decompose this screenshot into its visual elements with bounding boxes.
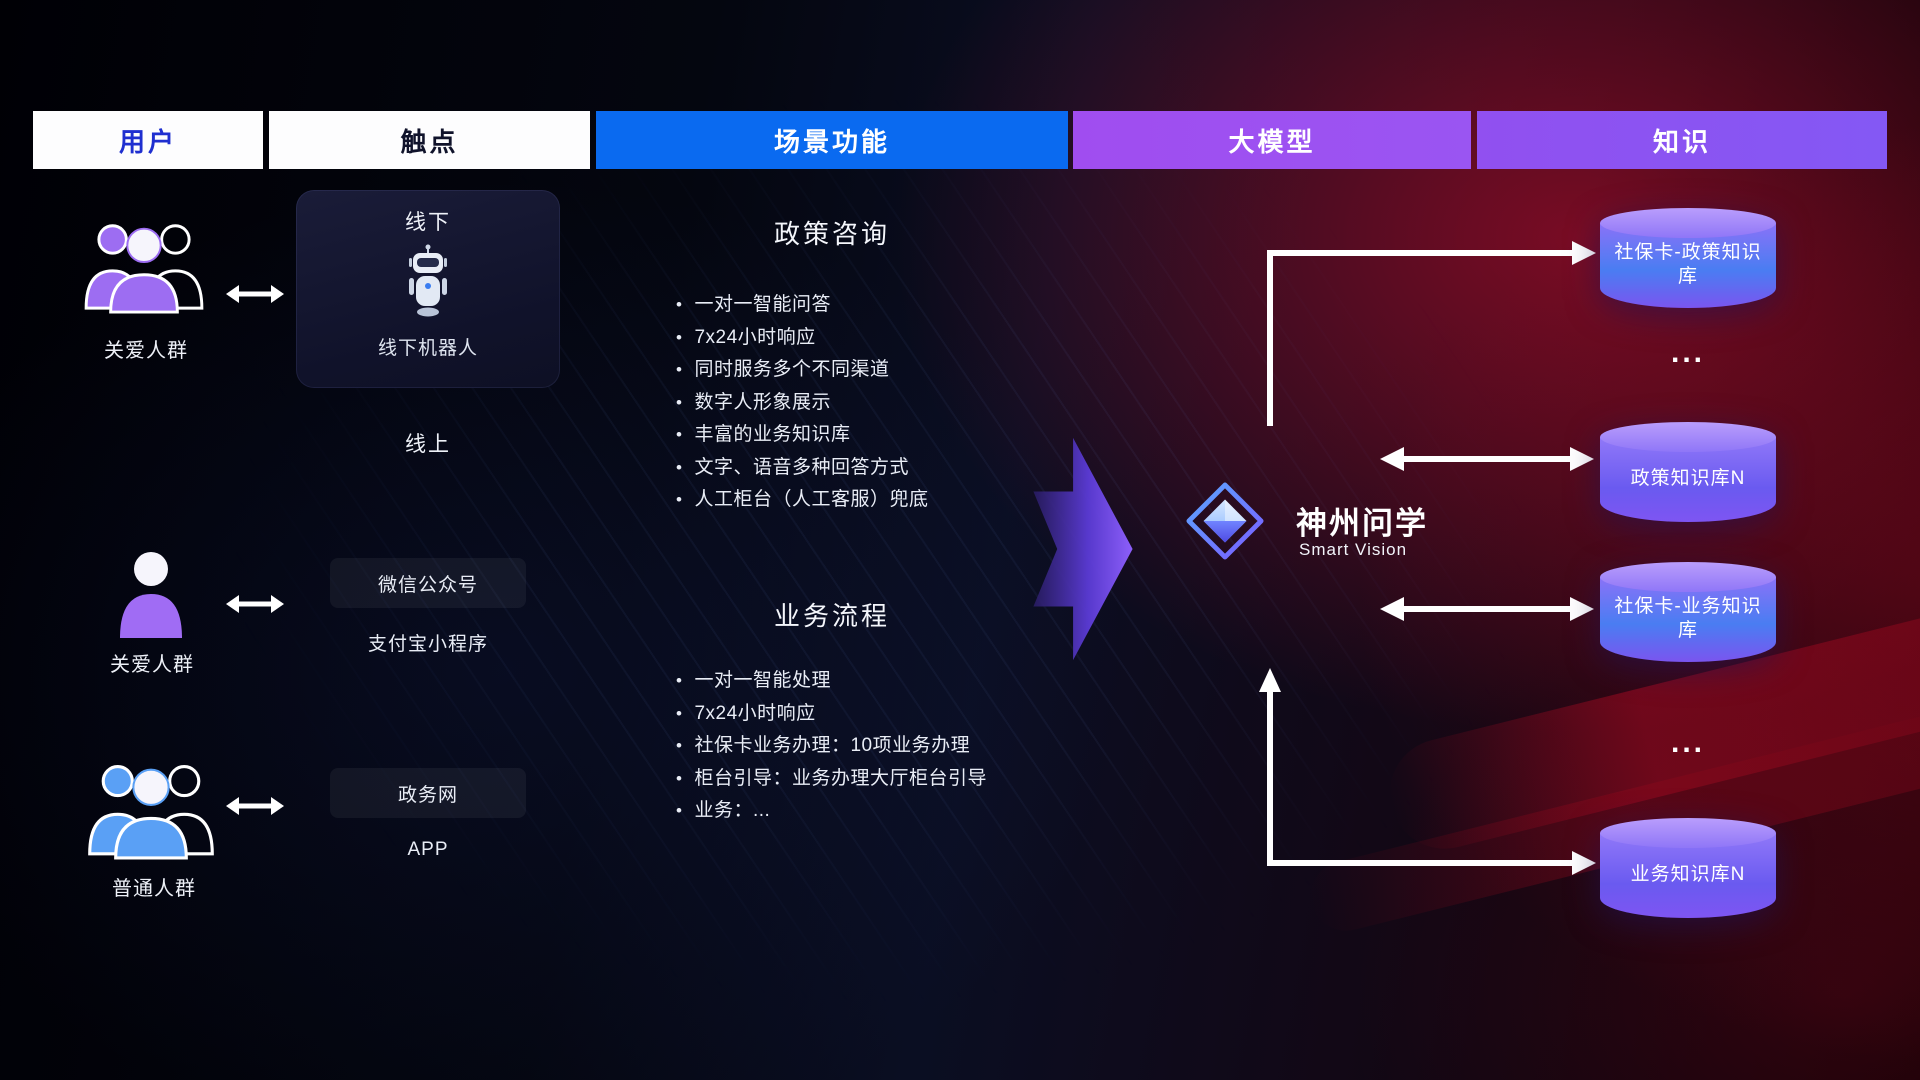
column-header-large-model: 大模型 [1073,111,1471,169]
user-group-label: 关爱人群 [110,654,194,676]
database-cylinder: 业务知识库N [1600,818,1776,918]
database-label: 政策知识库N [1630,468,1746,489]
users-group-blue-icon [76,752,226,865]
user-group-label: 关爱人群 [104,340,188,362]
offline-device-label: 线下机器人 [377,338,478,359]
ellipsis: ... [1670,336,1705,369]
feature-bullet: 业务：... [676,795,987,828]
business-process-bullets: 一对一智能处理 7x24小时响应 社保卡业务办理：10项业务办理 柜台引导：业务… [676,665,987,828]
cylinder-top [1600,208,1776,238]
user-group-label: 普通人群 [112,878,196,900]
cylinder-top [1600,422,1776,452]
column-header-users: 用户 [33,111,263,169]
offline-title: 线下 [405,211,451,234]
feature-bullet: 同时服务多个不同渠道 [676,354,928,387]
online-title: 线上 [405,433,451,456]
policy-consulting-bullets: 一对一智能问答 7x24小时响应 同时服务多个不同渠道 数字人形象展示 丰富的业… [676,289,928,517]
bidirectional-arrow-icon [226,592,284,621]
feature-bullet: 人工柜台（人工客服）兜底 [676,484,928,517]
feature-bullet: 7x24小时响应 [676,698,987,731]
bidirectional-arrow-icon [226,282,284,311]
channel-gov-web: 政务网 [330,768,526,818]
users-group-purple-icon [80,212,208,319]
user-purple-icon [116,548,186,645]
feature-bullet: 丰富的业务知识库 [676,419,928,452]
feature-bullet: 社保卡业务办理：10项业务办理 [676,730,987,763]
feature-bullet: 一对一智能处理 [676,665,987,698]
column-header-touchpoints: 触点 [269,111,590,169]
feature-bullet: 数字人形象展示 [676,387,928,420]
offline-touchpoint-panel: 线下 线下机器人 [296,190,560,388]
feature-bullet: 文字、语音多种回答方式 [676,452,928,485]
channel-app: APP [407,839,449,860]
diamond-logo-icon [1186,482,1264,565]
channel-alipay: 支付宝小程序 [367,633,488,655]
section-title-business-process: 业务流程 [773,601,890,631]
bidirectional-arrow-icon [226,794,284,823]
database-cylinder: 社保卡-政策知识库 [1600,208,1776,308]
database-cylinder: 社保卡-业务知识库 [1600,562,1776,662]
column-header-scene-functions: 场景功能 [596,111,1068,169]
big-flow-arrow-icon [1033,430,1133,673]
database-cylinder: 政策知识库N [1600,422,1776,522]
section-title-policy-consulting: 政策咨询 [773,219,890,249]
feature-bullet: 一对一智能问答 [676,289,928,322]
channel-wechat: 微信公众号 [330,558,526,608]
feature-bullet: 柜台引导：业务办理大厅柜台引导 [676,763,987,796]
robot-icon [405,244,451,327]
feature-bullet: 7x24小时响应 [676,322,928,355]
database-label: 社保卡-政策知识库 [1614,242,1762,287]
column-header-knowledge: 知识 [1477,111,1887,169]
brand-name: 神州问学 [1296,506,1428,541]
brand-subtitle: Smart Vision [1299,540,1408,559]
database-label: 业务知识库N [1630,864,1746,885]
ellipsis: ... [1670,726,1705,759]
database-label: 社保卡-业务知识库 [1614,596,1762,641]
